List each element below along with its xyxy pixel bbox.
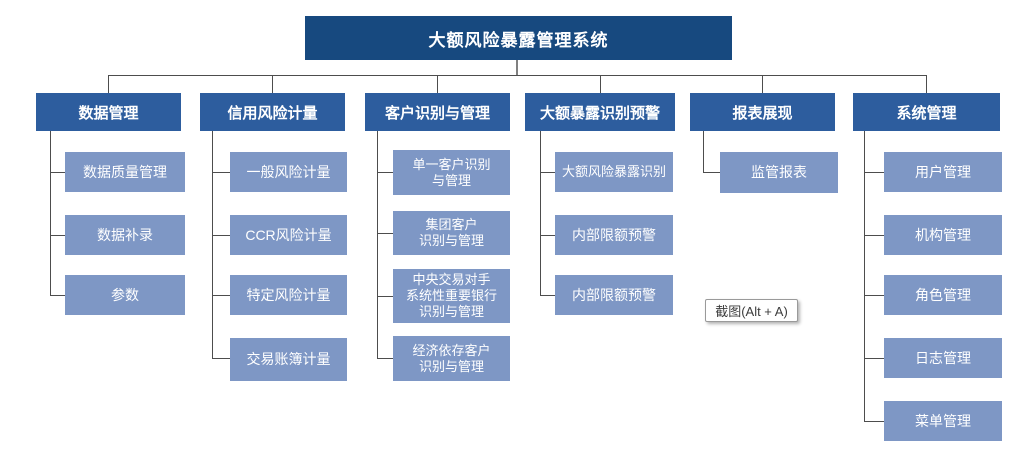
node-trading-book-measurement: 交易账簿计量	[230, 338, 347, 381]
connector-top-rail	[108, 75, 927, 76]
connector-trunk-4	[540, 131, 541, 295]
node-ccr-risk-measurement: CCR风险计量	[230, 215, 347, 255]
connector-stub	[212, 235, 230, 236]
node-general-risk-measurement: 一般风险计量	[230, 152, 347, 192]
connector-stub	[377, 296, 393, 297]
connector-stub	[50, 172, 65, 173]
node-internal-limit-warning-2: 内部限额预警	[555, 275, 673, 315]
node-single-customer: 单一客户识别 与管理	[393, 150, 510, 195]
connector-stub	[50, 295, 65, 296]
connector-stub	[540, 235, 555, 236]
connector-drop-1	[108, 75, 109, 93]
connector-stub	[703, 172, 720, 173]
connector-drop-2	[272, 75, 273, 93]
connector-drop-6	[926, 75, 927, 93]
connector-root-stub	[516, 60, 518, 75]
node-role-management: 角色管理	[884, 275, 1002, 315]
connector-stub	[540, 172, 555, 173]
node-specific-risk-measurement: 特定风险计量	[230, 275, 347, 315]
root-node: 大额风险暴露管理系统	[305, 16, 732, 60]
module-customer-identification: 客户识别与管理	[365, 93, 510, 131]
connector-stub	[377, 172, 393, 173]
connector-stub	[50, 235, 65, 236]
module-system-management: 系统管理	[853, 93, 1000, 131]
module-data-management: 数据管理	[36, 93, 181, 131]
node-regulatory-report: 监管报表	[720, 152, 838, 193]
connector-stub	[540, 295, 555, 296]
node-menu-management: 菜单管理	[884, 401, 1002, 441]
node-user-management: 用户管理	[884, 152, 1002, 192]
node-parameters: 参数	[65, 275, 185, 315]
connector-trunk-2	[212, 131, 213, 358]
connector-trunk-3	[377, 131, 378, 358]
node-large-exposure-identification: 大额风险暴露识别	[555, 152, 673, 192]
connector-stub	[377, 358, 393, 359]
connector-drop-4	[600, 75, 601, 93]
node-organization-management: 机构管理	[884, 215, 1002, 255]
module-credit-risk-measurement: 信用风险计量	[200, 93, 345, 131]
module-exposure-warning: 大额暴露识别预警	[525, 93, 675, 131]
connector-stub	[212, 358, 230, 359]
connector-stub	[864, 421, 884, 422]
connector-drop-3	[437, 75, 438, 93]
connector-stub	[864, 235, 884, 236]
connector-trunk-1	[50, 131, 51, 295]
node-internal-limit-warning-1: 内部限额预警	[555, 215, 673, 255]
connector-stub	[864, 172, 884, 173]
node-data-quality: 数据质量管理	[65, 152, 185, 192]
connector-trunk-5	[703, 131, 704, 172]
connector-stub	[212, 295, 230, 296]
screenshot-tooltip: 截图(Alt + A)	[705, 299, 798, 322]
node-economic-dependency: 经济依存客户 识别与管理	[393, 336, 510, 381]
connector-stub	[212, 172, 230, 173]
node-log-management: 日志管理	[884, 338, 1002, 378]
node-group-customer: 集团客户 识别与管理	[393, 211, 510, 255]
connector-stub	[864, 358, 884, 359]
node-data-supplement: 数据补录	[65, 215, 185, 255]
connector-stub	[377, 233, 393, 234]
connector-drop-5	[762, 75, 763, 93]
node-ccp-systemic-bank: 中央交易对手 系统性重要银行 识别与管理	[393, 269, 510, 323]
module-report-display: 报表展现	[690, 93, 835, 131]
connector-stub	[864, 295, 884, 296]
connector-trunk-6	[864, 131, 865, 421]
